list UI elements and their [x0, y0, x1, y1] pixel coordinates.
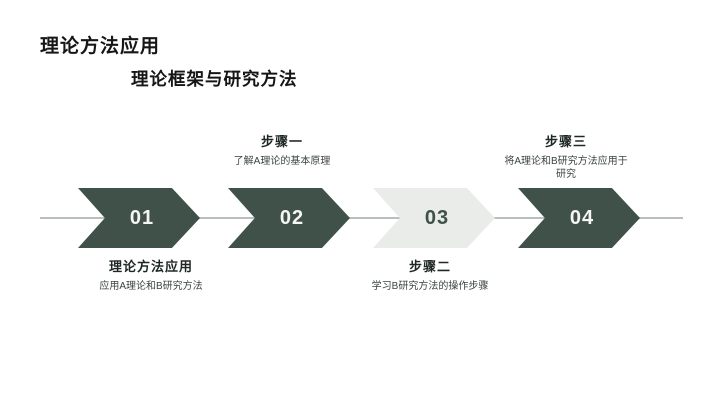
- slide-title: 理论方法应用: [40, 36, 161, 57]
- step-number-03: 03: [424, 206, 450, 229]
- step-label-title-03: 步骤二: [408, 259, 451, 274]
- step-label-description-04: 将A理论和B研究方法应用于研究: [504, 156, 628, 180]
- step-label-description-01: 应用A理论和B研究方法: [99, 281, 203, 292]
- step-label-block-03: 步骤二 学习B研究方法的操作步骤: [340, 256, 520, 293]
- step-label-block-01: 理论方法应用 应用A理论和B研究方法: [61, 256, 241, 293]
- step-label-title-01: 理论方法应用: [108, 259, 193, 274]
- step-number-04: 04: [569, 206, 595, 229]
- step-label-title-02: 步骤一: [260, 134, 303, 149]
- step-label-block-04: 步骤三 将A理论和B研究方法应用于研究: [476, 131, 656, 181]
- step-label-block-02: 步骤一 了解A理论的基本原理: [192, 131, 372, 168]
- step-label-description-03: 学习B研究方法的操作步骤: [371, 281, 489, 292]
- step-number-02: 02: [279, 206, 305, 229]
- step-number-01: 01: [129, 206, 155, 229]
- step-label-description-02: 了解A理论的基本原理: [233, 156, 331, 167]
- slide-subtitle: 理论框架与研究方法: [131, 69, 298, 89]
- timeline-line: [40, 217, 683, 219]
- step-label-title-04: 步骤三: [544, 134, 587, 149]
